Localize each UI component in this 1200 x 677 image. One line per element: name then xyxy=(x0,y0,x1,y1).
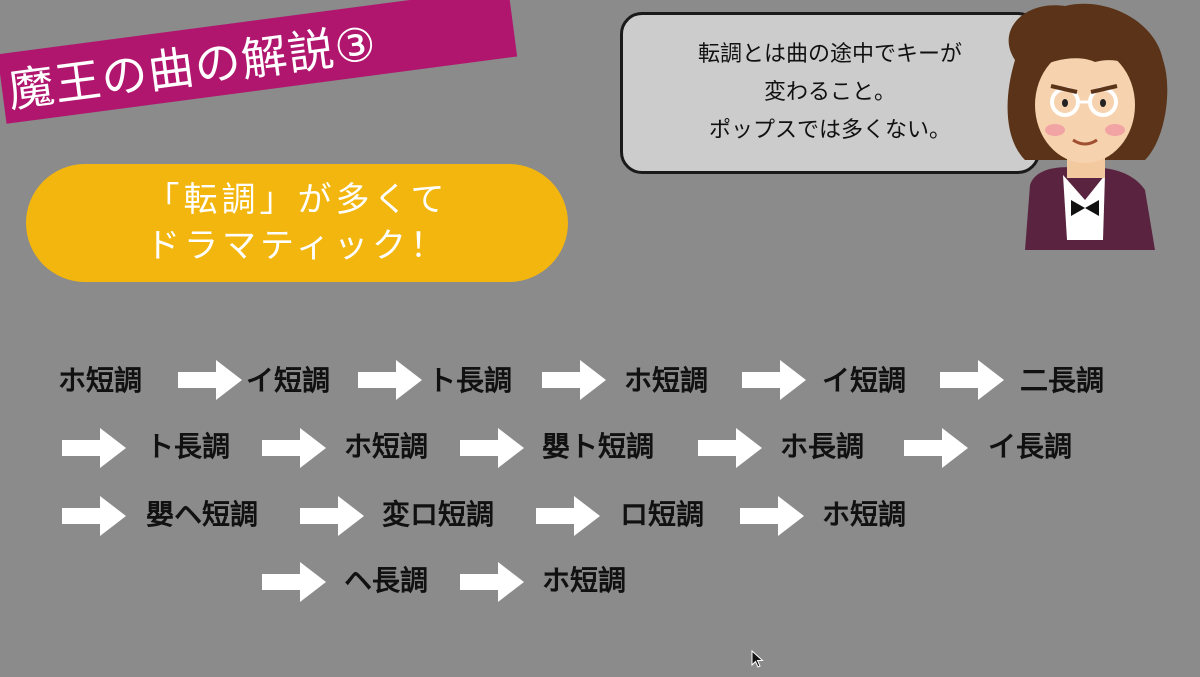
right-arrow-icon xyxy=(460,428,524,468)
key-label: 二長調 xyxy=(1020,364,1105,397)
key-label: 嬰ト短調 xyxy=(542,430,655,463)
right-arrow-icon xyxy=(742,360,806,400)
key-label: ホ長調 xyxy=(780,430,865,463)
bubble-line-2: 変わること。 xyxy=(763,80,896,105)
highlight-line-1: 「転調」が多くて xyxy=(145,180,449,220)
title-banner: 魔王の曲の解説③ xyxy=(0,0,518,124)
key-label: ロ短調 xyxy=(620,498,705,531)
right-arrow-icon xyxy=(740,496,804,536)
right-arrow-icon xyxy=(460,562,524,602)
key-label: ホ短調 xyxy=(822,498,907,531)
right-arrow-icon xyxy=(904,428,968,468)
page-title: 魔王の曲の解説③ xyxy=(4,15,380,118)
key-label: 嬰ヘ短調 xyxy=(146,498,259,531)
key-label: ト長調 xyxy=(146,430,231,463)
highlight-line-2: ドラマティック！ xyxy=(146,226,448,266)
right-arrow-icon xyxy=(542,360,606,400)
right-arrow-icon xyxy=(262,562,326,602)
key-label: イ短調 xyxy=(822,364,907,397)
key-label: イ短調 xyxy=(246,364,331,397)
highlight-callout: 「転調」が多くて ドラマティック！ xyxy=(26,164,568,282)
right-arrow-icon xyxy=(62,428,126,468)
right-arrow-icon xyxy=(262,428,326,468)
key-label: ホ短調 xyxy=(58,364,143,397)
key-label: ヘ長調 xyxy=(344,564,429,597)
right-arrow-icon xyxy=(536,496,600,536)
right-arrow-icon xyxy=(698,428,762,468)
right-arrow-icon xyxy=(300,496,364,536)
key-label: ト長調 xyxy=(428,364,513,397)
bubble-line-1: 転調とは曲の途中でキーが xyxy=(697,42,962,67)
key-label: 変ロ短調 xyxy=(382,498,495,531)
speech-bubble: 転調とは曲の途中でキーが 変わること。 ポップスでは多くない。 xyxy=(620,12,1040,174)
key-label: ホ短調 xyxy=(344,430,429,463)
key-label: ホ短調 xyxy=(542,564,627,597)
right-arrow-icon xyxy=(940,360,1004,400)
mouse-cursor-icon xyxy=(751,650,764,668)
composer-character-icon xyxy=(1007,3,1168,250)
right-arrow-icon xyxy=(178,360,242,400)
right-arrow-icon xyxy=(62,496,126,536)
right-arrow-icon xyxy=(358,360,422,400)
key-label: ホ短調 xyxy=(624,364,709,397)
bubble-line-3: ポップスでは多くない。 xyxy=(708,118,951,143)
key-label: イ長調 xyxy=(988,430,1073,463)
